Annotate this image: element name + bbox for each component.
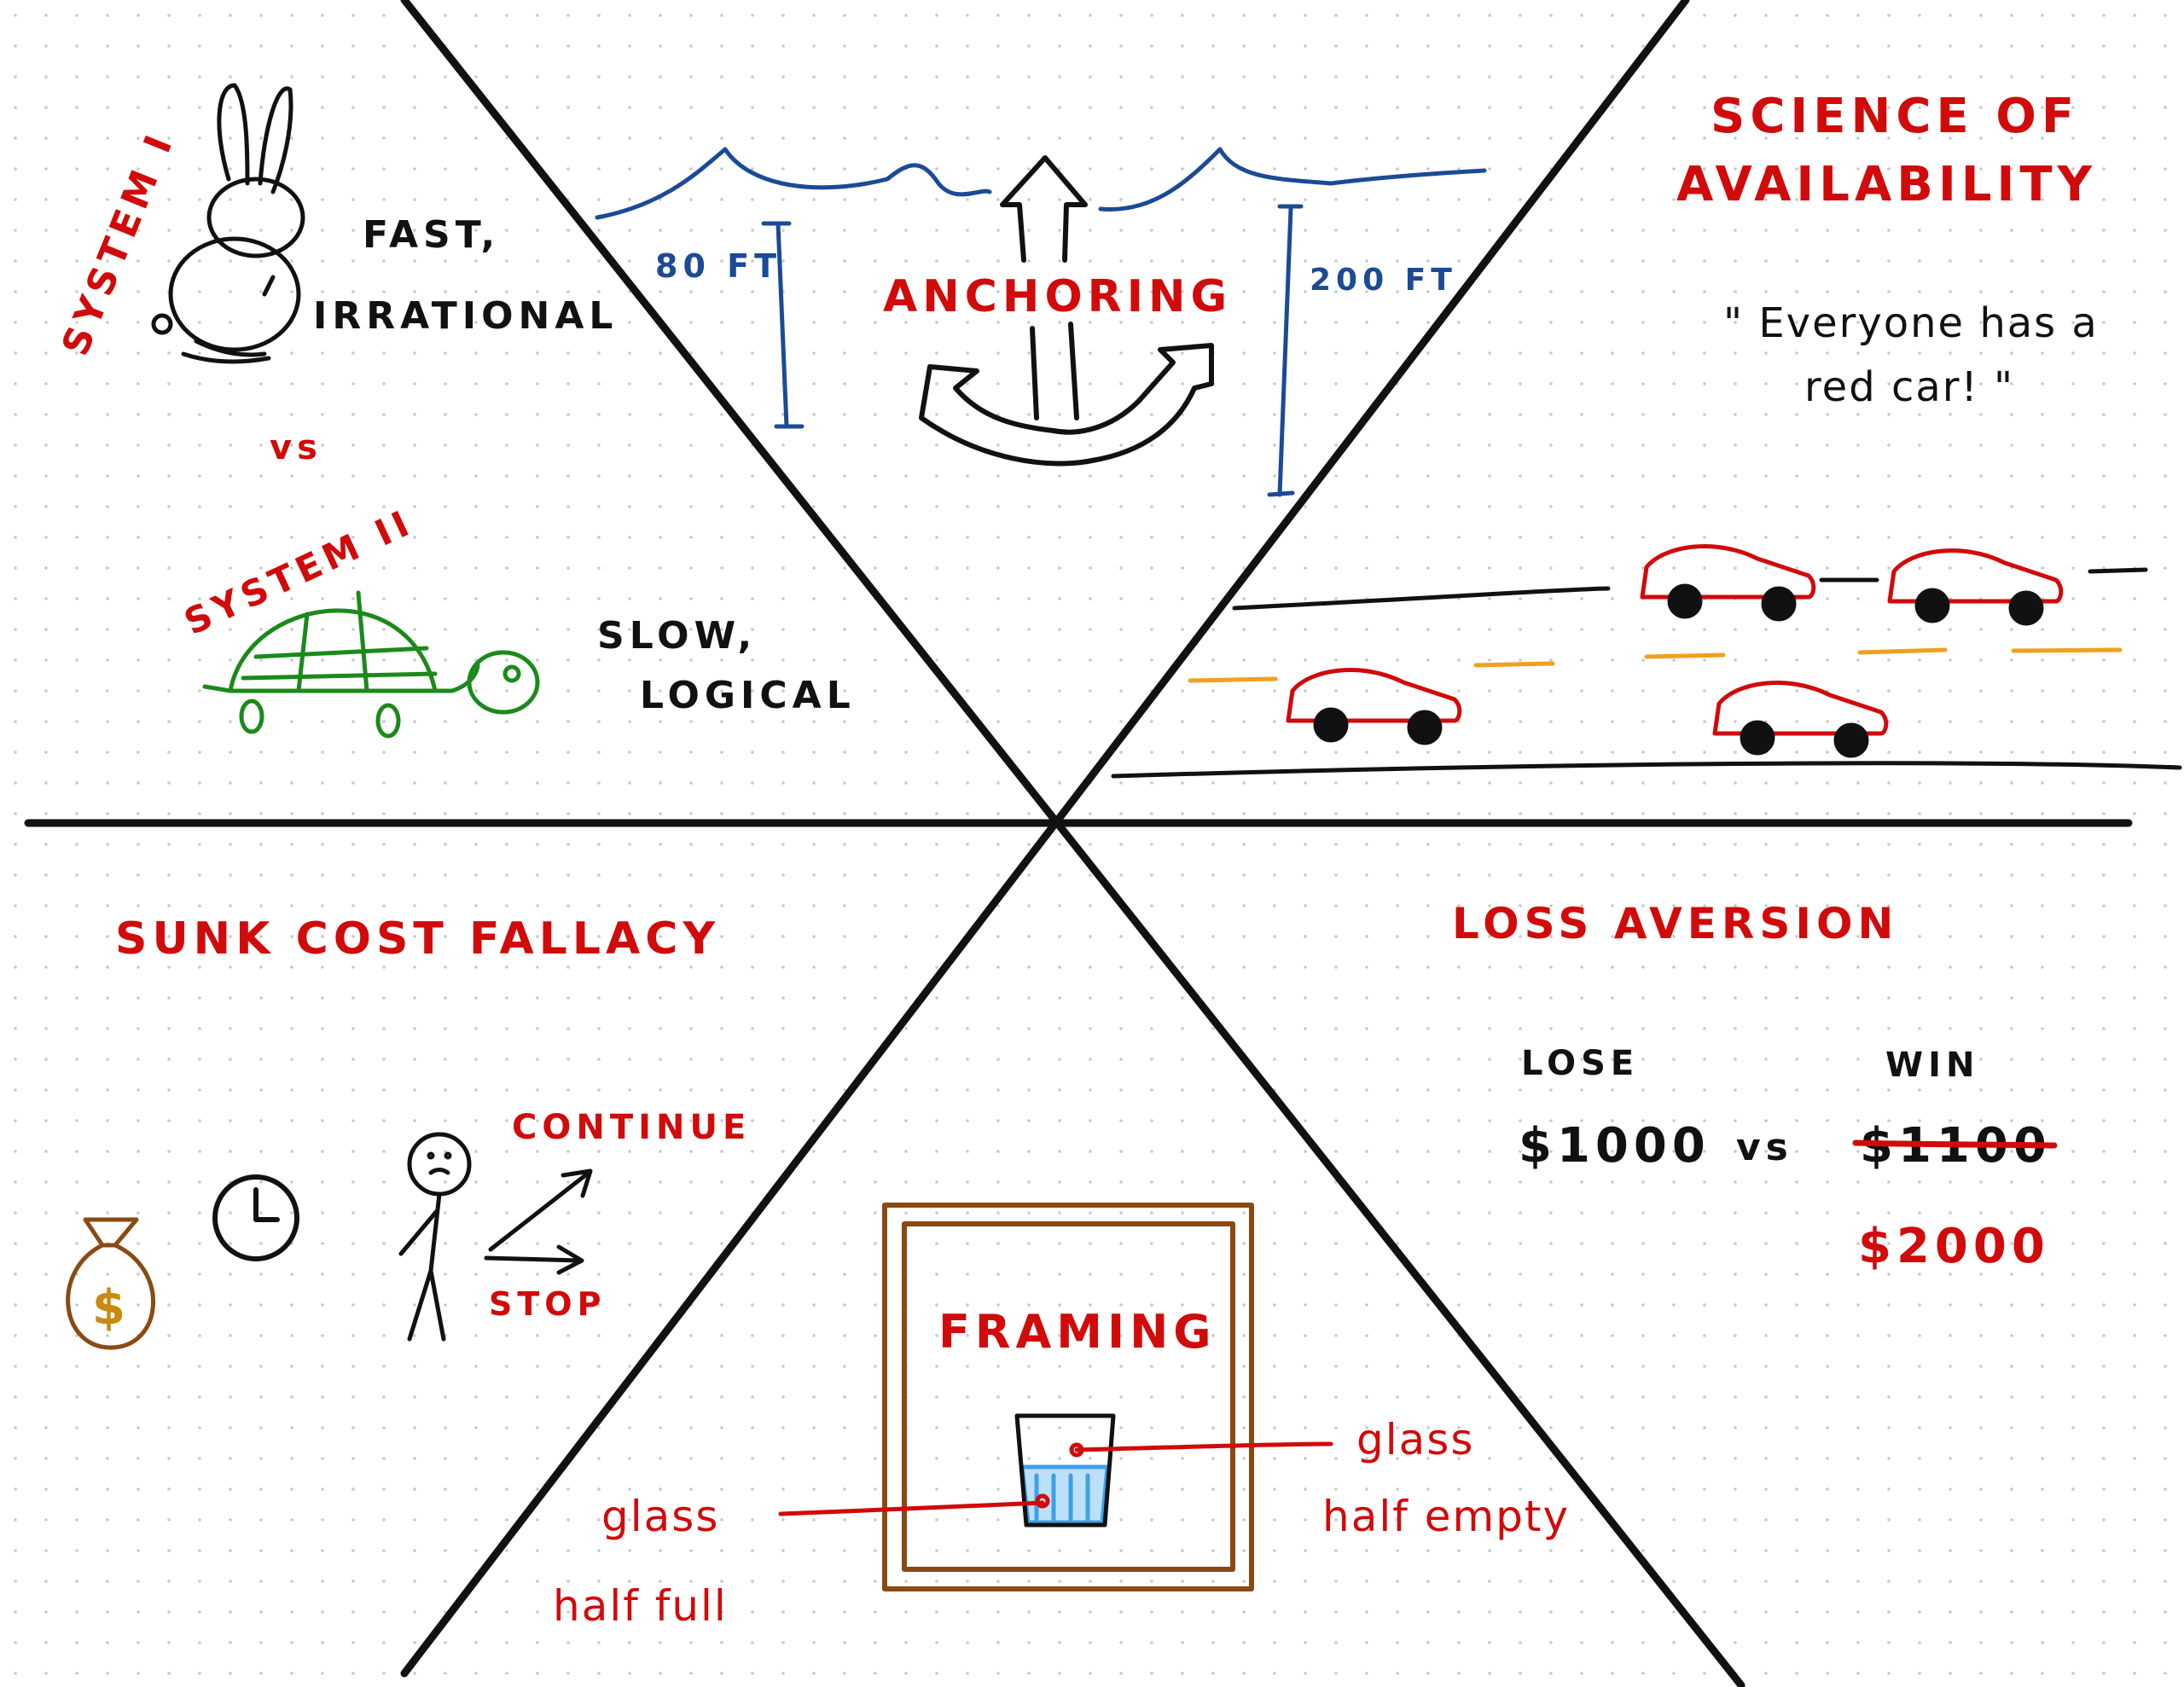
red-car-icon: [1887, 548, 2064, 626]
availability-quote-line1: " Everyone has a: [1723, 299, 2099, 347]
depth-label-200ft: 200 FT: [1310, 263, 1457, 298]
vs-label-loss: vs: [1736, 1126, 1793, 1169]
anchoring-panel: 80 FT 200 FT ANCHORING: [595, 147, 1487, 497]
sunk-cost-panel: SUNK COST FALLACY $ CONTINUE STOP: [66, 913, 751, 1350]
win-label: WIN: [1885, 1046, 1979, 1085]
strikethrough-line: [1852, 1139, 2058, 1149]
system1-desc-line1: FAST,: [363, 213, 500, 257]
framing-title: FRAMING: [938, 1305, 1217, 1359]
availability-title-line2: AVAILABILITY: [1676, 157, 2097, 212]
up-arrow-icon: [1000, 155, 1088, 263]
picture-frame: [882, 1203, 1254, 1591]
loss-aversion-panel: LOSS AVERSION LOSE WIN $1000 vs $1100 $2…: [1452, 899, 2058, 1274]
water-wave-line: [595, 147, 1487, 220]
turtle-icon: [202, 590, 540, 739]
availability-title-line1: SCIENCE OF: [1711, 89, 2079, 144]
half-empty-label-line2: half empty: [1322, 1492, 1570, 1541]
half-full-label-line1: glass: [601, 1492, 719, 1541]
diagonal-divider-1: [400, 0, 1745, 1687]
continue-arrow-icon: [488, 1168, 593, 1252]
sunk-cost-title: SUNK COST FALLACY: [115, 913, 720, 965]
loss-aversion-title: LOSS AVERSION: [1452, 899, 1898, 948]
stick-figure-icon: [398, 1132, 472, 1342]
framing-panel: FRAMING glass half full glass half empty: [553, 1203, 1570, 1631]
system2-desc-line1: SLOW,: [597, 614, 757, 658]
depth-marker-200ft: [1267, 204, 1304, 497]
lose-label: LOSE: [1521, 1044, 1639, 1083]
lose-amount: $1000: [1519, 1118, 1711, 1174]
rabbit-icon: [151, 83, 305, 364]
stop-arrow-icon: [484, 1244, 584, 1275]
red-car-icons: [1286, 544, 2064, 758]
stop-label: STOP: [489, 1285, 606, 1323]
availability-quote-line2: red car! ": [1804, 363, 2014, 411]
depth-marker-80ft: [761, 221, 804, 429]
red-car-icon: [1286, 668, 1462, 745]
vs-label: vs: [270, 428, 322, 467]
road-lines: [1111, 567, 2182, 779]
win-amount: $2000: [1858, 1219, 2050, 1274]
panel-dividers: [24, 0, 2133, 1687]
money-symbol: $: [92, 1280, 131, 1336]
money-bag-icon: [66, 1217, 156, 1350]
anchoring-title: ANCHORING: [883, 271, 1232, 322]
clock-icon: [212, 1174, 299, 1261]
diagonal-divider-2: [400, 0, 1690, 1678]
continue-label: CONTINUE: [512, 1108, 751, 1147]
half-full-label-line2: half full: [553, 1581, 728, 1631]
system2-desc-line2: LOGICAL: [640, 674, 856, 717]
anchor-icon: [919, 322, 1214, 467]
depth-label-80ft: 80 FT: [655, 247, 781, 285]
system1-desc-line2: IRRATIONAL: [313, 294, 618, 338]
half-empty-label-line1: glass: [1356, 1415, 1474, 1464]
availability-panel: SCIENCE OF AVAILABILITY " Everyone has a…: [1111, 89, 2182, 779]
label-pointer-lines: [778, 1441, 1333, 1516]
red-car-icon: [1640, 544, 1816, 622]
red-car-icon: [1712, 681, 1889, 758]
